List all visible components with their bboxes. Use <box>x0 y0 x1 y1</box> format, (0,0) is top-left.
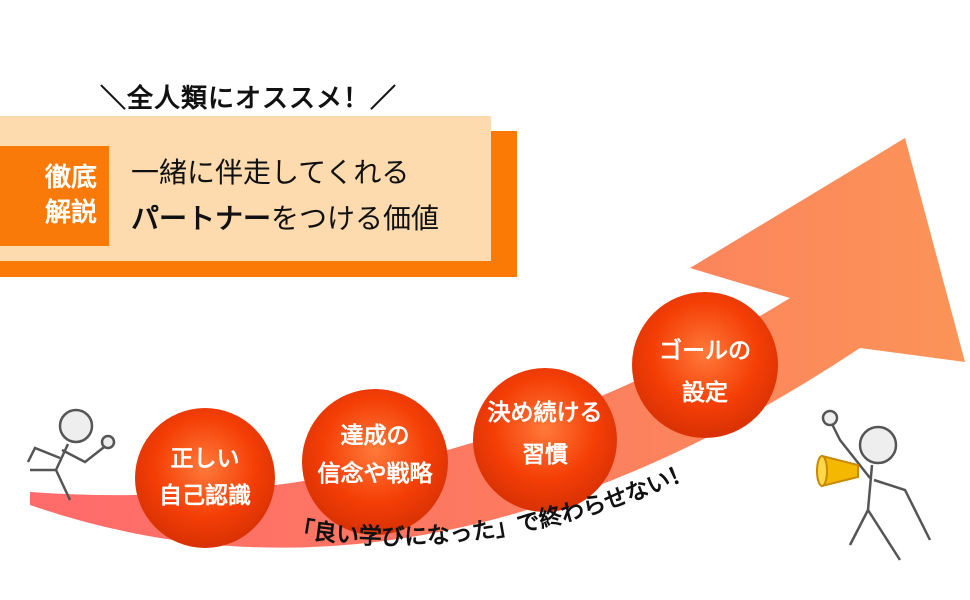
megaphone-icon <box>816 454 859 488</box>
badge-line1: 徹底 <box>44 163 97 193</box>
badge-line2: 解説 <box>44 198 97 228</box>
headline-line1: 一緒に伴走してくれる <box>131 156 410 189</box>
badge: 徹底 解説 <box>0 146 109 246</box>
step-ball-1: 正しい 自己認識 <box>135 408 275 548</box>
megaphone-person-icon <box>821 409 932 561</box>
running-person-icon <box>26 408 116 501</box>
step-label: 達成の <box>341 422 410 449</box>
step-label: 決め続ける <box>488 399 603 426</box>
step-label: 設定 <box>682 379 728 406</box>
step-label: 正しい <box>171 446 240 472</box>
step-label: 習慣 <box>522 441 568 468</box>
step-ball-2: 達成の 信念や戦略 <box>302 389 448 535</box>
step-label: 信念や戦略 <box>318 460 434 487</box>
headline: 一緒に伴走してくれる パートナーをつける価値 <box>131 150 439 242</box>
step-label: 自己認識 <box>159 482 251 509</box>
tagline: ＼全人類にオススメ！／ <box>100 84 398 114</box>
headline-rest: をつける価値 <box>271 202 440 235</box>
headline-bold: パートナー <box>131 202 272 235</box>
step-label: ゴールの <box>659 337 751 364</box>
step-ball-4: ゴールの 設定 <box>632 292 778 438</box>
step-ball-3: 決め続ける 習慣 <box>473 368 617 512</box>
